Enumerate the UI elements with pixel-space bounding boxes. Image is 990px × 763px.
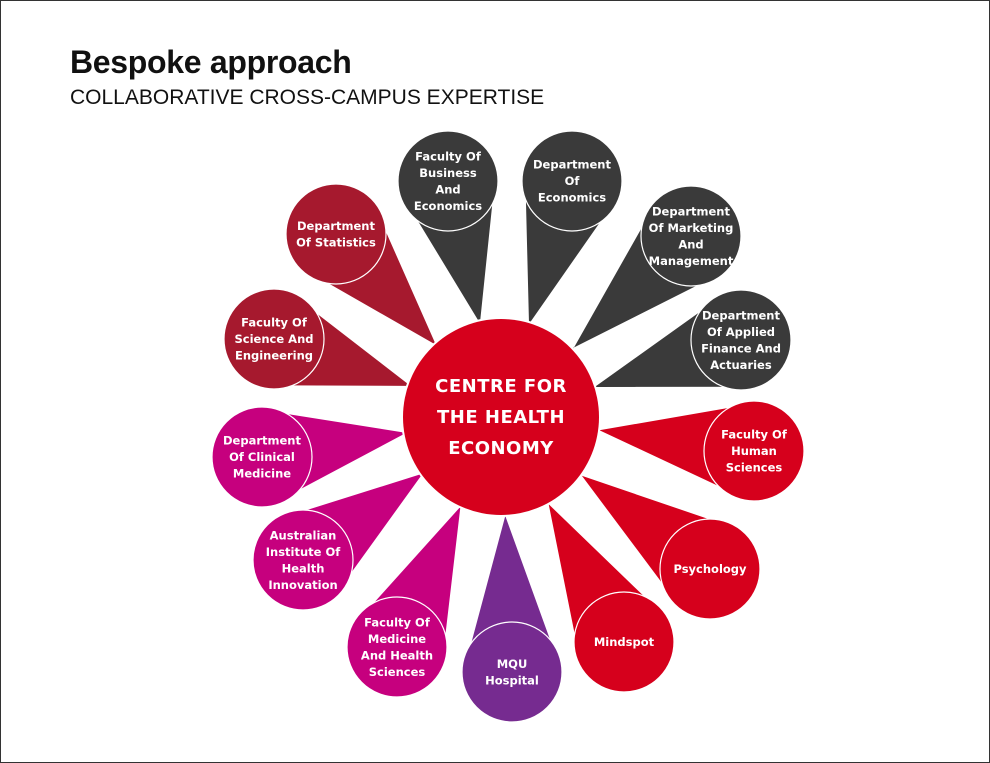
petal-label: Engineering — [235, 349, 313, 363]
page-subtitle: COLLABORATIVE CROSS-CAMPUS EXPERTISE — [70, 86, 545, 109]
petal-label: Faculty Of — [364, 615, 431, 629]
petal-label: Faculty Of — [721, 428, 788, 442]
page-title: Bespoke approach — [70, 44, 352, 80]
petal-label: Health — [282, 561, 325, 575]
centre-title-line: ECONOMY — [448, 438, 554, 459]
petal-label: Economics — [414, 199, 482, 213]
petal-circle — [285, 183, 387, 285]
petal-mqu-hospital: MQU Hospital — [461, 468, 563, 723]
petal-label: Hospital — [485, 673, 539, 687]
petal-label: Faculty Of — [415, 149, 482, 163]
petal-circle — [659, 518, 761, 620]
petal-label: And — [678, 237, 703, 251]
petal-circle — [346, 596, 448, 698]
petal-label: Sciences — [369, 665, 426, 679]
petal-circle — [252, 509, 354, 611]
petal-label: Economics — [538, 191, 606, 205]
petal-label: Medicine — [368, 632, 426, 646]
centre-title-line: THE HEALTH — [437, 407, 565, 428]
petal-label: Management — [649, 254, 734, 268]
petal-label: Psychology — [673, 562, 747, 576]
petal-label: Mindspot — [594, 635, 655, 649]
petal-circle — [640, 185, 742, 287]
petal-label: Finance And — [701, 341, 781, 355]
petal-label: Department — [223, 434, 301, 448]
petal-psychology: Psychology — [534, 435, 761, 620]
centre-hub: CENTRE FOR THE HEALTH ECONOMY — [401, 317, 601, 517]
petal-label: Medicine — [233, 467, 291, 481]
petal-label: Sciences — [726, 461, 783, 475]
petal-label: And Health — [361, 648, 433, 662]
petal-label: Actuaries — [710, 358, 772, 372]
petal-label: Innovation — [268, 578, 337, 592]
petal-label: Department — [533, 158, 611, 172]
petal-stem — [550, 402, 761, 500]
petal-circle — [521, 130, 623, 232]
petal-stem — [463, 468, 561, 675]
centre-title-line: CENTRE FOR — [435, 376, 567, 397]
petal-label: Business — [419, 166, 477, 180]
petal-department-statistics: Department Of Statistics — [285, 183, 478, 389]
petal-circle — [573, 591, 675, 693]
petal-circle — [690, 289, 792, 391]
petal-label: Of Clinical — [229, 450, 295, 464]
petal-label: Department — [652, 204, 730, 218]
petal-circle — [703, 400, 805, 502]
petal-label: Institute Of — [266, 545, 342, 559]
petal-label: Science And — [235, 332, 314, 346]
petal-label: Faculty Of — [241, 316, 308, 330]
petal-label: Human — [731, 444, 777, 458]
petal-circle — [397, 130, 499, 232]
petal-label: And — [435, 182, 460, 196]
petal-label: Of Statistics — [296, 235, 376, 249]
petal-label: MQU — [497, 657, 528, 671]
petal-circle — [211, 406, 313, 508]
centre-hub-circle — [403, 319, 599, 515]
petal-label: Of Marketing — [649, 221, 734, 235]
petal-label: Of Applied — [707, 325, 775, 339]
petal-circle — [461, 621, 563, 723]
petal-label: Department — [702, 308, 780, 322]
petal-circle — [223, 288, 325, 390]
petal-label: Australian — [270, 528, 337, 542]
petal-label: Of — [565, 174, 581, 188]
petal-label: Department — [297, 219, 375, 233]
petal-mindspot: Mindspot — [512, 455, 675, 693]
